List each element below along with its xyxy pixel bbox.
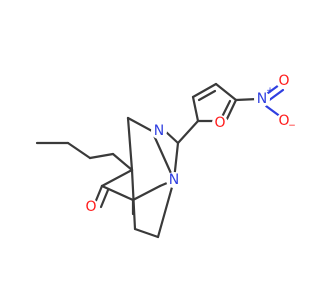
aminal-to-furan-bond [176,119,200,145]
ketone-bond [93,184,110,209]
furan-oxygen: O [214,115,225,131]
butyl-chain [35,141,134,172]
nitro-oxygen-top: O [278,73,289,89]
bridge-nitrogen-right: N [169,172,179,188]
nitro-nitrogen: N [257,91,267,107]
bridge-nitrogen-top: N [154,123,164,139]
nitro-nitrogen-charge: + [266,86,274,96]
ketone-oxygen: O [85,199,96,215]
nitro-oxygen-bottom: O [278,113,289,129]
nitro-oxygen-charge: − [288,121,296,131]
molecule-structure: N N O O N + O O − [35,73,296,239]
